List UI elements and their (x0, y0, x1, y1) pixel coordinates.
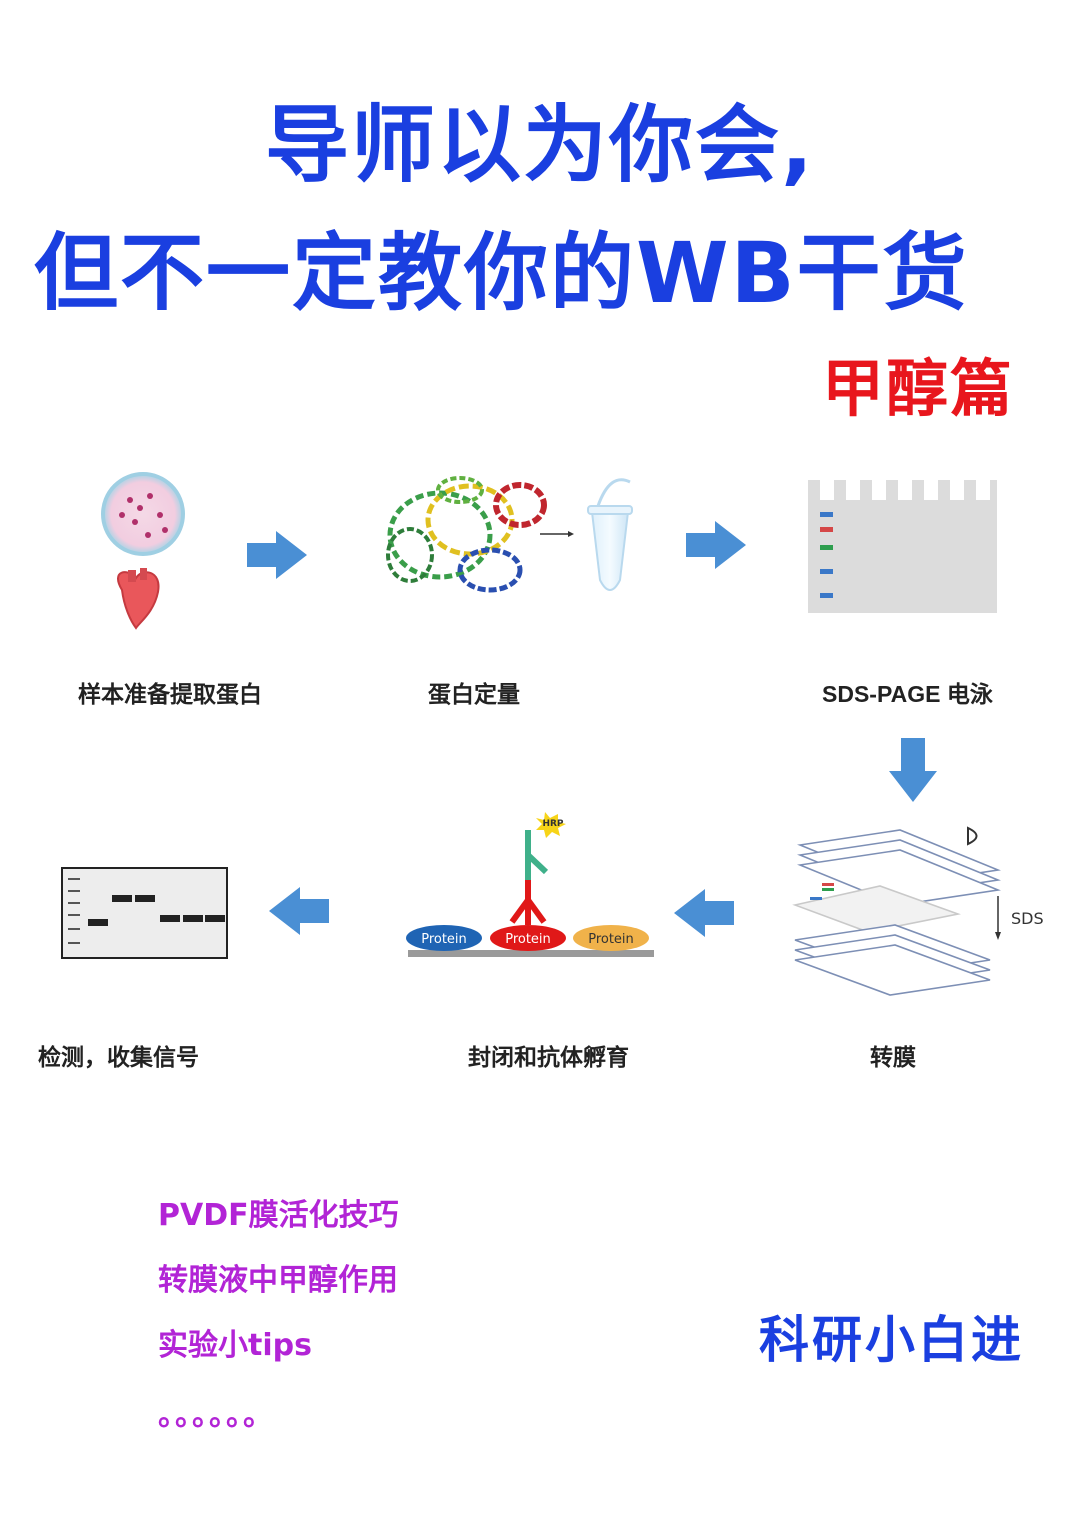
brand-label: 科研小白进 (759, 1311, 1024, 1369)
step-label-transfer: 转膜 (870, 1044, 916, 1071)
electrode-icon (967, 826, 978, 846)
blot-image-icon (61, 867, 228, 959)
small-arrow-icon (540, 531, 574, 537)
sds-direction-arrow-icon (995, 896, 1001, 940)
protein-label-3: Protein (588, 932, 634, 947)
arrow-right-1-icon (247, 531, 307, 579)
title-line-2: 但不一定教你的WB干货 (34, 224, 969, 322)
membrane-stack-icon (792, 829, 1001, 996)
step-label-sds-page: SDS-PAGE 电泳 (822, 681, 993, 707)
cell-dish-icon (101, 472, 185, 556)
heart-icon (117, 568, 160, 630)
protein-structure-icon (386, 476, 547, 593)
arrow-left-2-icon (269, 887, 329, 935)
step-label-blocking: 封闭和抗体孵育 (468, 1044, 629, 1071)
subtitle: 甲醇篇 (821, 352, 1014, 425)
tube-icon (587, 478, 633, 591)
sds-label: SDS (1011, 909, 1044, 928)
protein-label-2: Protein (505, 932, 551, 947)
arrow-right-2-icon (686, 521, 746, 569)
tip-item-methanol: 转膜液中甲醇作用 (158, 1263, 398, 1298)
title-line-1: 导师以为你会, (265, 96, 815, 194)
tip-item-pvdf: PVDF膜活化技巧 (158, 1198, 399, 1233)
arrow-left-1-icon (674, 889, 734, 937)
step-label-quantification: 蛋白定量 (428, 681, 520, 708)
sds-gel-icon (808, 480, 997, 613)
tip-item-ellipsis: 。。。。。。 (158, 1398, 275, 1433)
hrp-label: HRP (542, 819, 563, 829)
step-label-sample-prep: 样本准备提取蛋白 (78, 681, 262, 708)
step-label-detection: 检测，收集信号 (38, 1044, 199, 1071)
arrow-down-icon (889, 738, 937, 802)
membrane-bands-icon (810, 883, 834, 900)
antibody-binding-icon (406, 812, 654, 957)
protein-label-1: Protein (421, 932, 467, 947)
tip-item-tips: 实验小tips (158, 1328, 312, 1363)
